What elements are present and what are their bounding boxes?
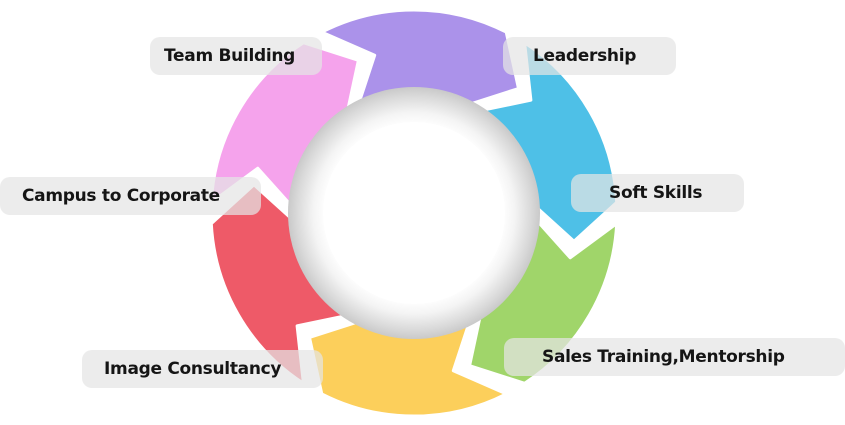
label-campus-to-corporate: Campus to Corporate bbox=[0, 177, 261, 215]
label-soft-skills: Soft Skills bbox=[571, 174, 744, 212]
label-image-consultancy: Image Consultancy bbox=[82, 350, 323, 388]
label-team-building: Team Building bbox=[150, 37, 322, 75]
label-leadership: Leadership bbox=[503, 37, 676, 75]
center-hole bbox=[323, 122, 505, 304]
label-sales-training-mentorship: Sales Training,Mentorship bbox=[504, 338, 845, 376]
